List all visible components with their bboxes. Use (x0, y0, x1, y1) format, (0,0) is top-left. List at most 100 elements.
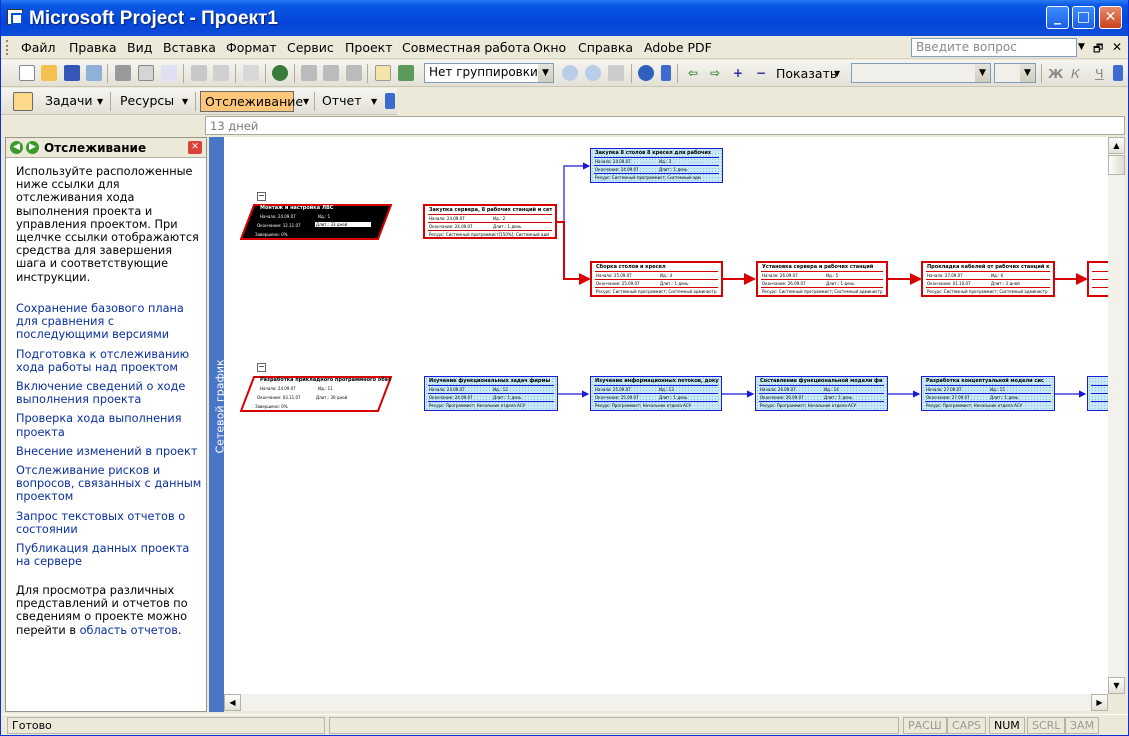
task-node-3[interactable]: Закупка 8 столов 8 кресел для рабочих На… (590, 148, 723, 183)
minimize-button[interactable]: _ (1046, 6, 1069, 29)
link-tasks-icon[interactable] (301, 65, 317, 81)
entry-field[interactable]: 13 дней (205, 116, 1125, 135)
scroll-right-icon[interactable]: ▶ (1091, 694, 1108, 711)
menu-edit[interactable]: Правка (69, 40, 117, 55)
maximize-button[interactable]: □ (1072, 6, 1095, 29)
ask-dropdown-icon[interactable]: ▼ (1078, 42, 1085, 52)
menu-format[interactable]: Формат (226, 40, 277, 55)
forward-icon[interactable]: ▶ (26, 141, 39, 154)
close-pane-icon[interactable]: ✕ (188, 141, 202, 154)
task-node-12[interactable]: Изучение функциональных задач фирмы Нача… (424, 376, 558, 411)
copy-icon[interactable] (213, 65, 229, 81)
grouping-combo[interactable]: Нет группировки ▼ (424, 63, 554, 83)
spelling-icon[interactable] (161, 65, 177, 81)
undo-icon[interactable] (243, 65, 259, 81)
chevron-down-icon[interactable]: ▼ (975, 64, 990, 82)
indent-icon[interactable]: ⇨ (709, 66, 721, 80)
guide-tracking-button[interactable]: Отслеживание (200, 91, 303, 112)
scroll-up-icon[interactable]: ▲ (1108, 137, 1125, 154)
menu-grip[interactable] (6, 40, 9, 55)
font-size-combo[interactable]: ▼ (994, 63, 1036, 83)
search-icon[interactable] (86, 65, 102, 81)
chevron-down-icon[interactable]: ▼ (303, 97, 310, 106)
task-node-5[interactable]: Установка сервера и рабочих станций Нача… (756, 261, 888, 297)
open-icon[interactable] (41, 65, 57, 81)
chevron-down-icon[interactable]: ▼ (97, 97, 104, 106)
summary-node-2[interactable]: Разработка прикладного программного обес… (240, 376, 392, 412)
summary-node-1[interactable]: Монтаж и настройка ЛВС Начало: 24.09.07 … (240, 204, 392, 240)
project-guide-icon[interactable] (13, 92, 33, 111)
close-button[interactable]: ✕ (1099, 6, 1122, 29)
print-preview-icon[interactable] (138, 65, 154, 81)
collapse-summary-1[interactable]: − (257, 191, 266, 201)
toolbar-options-icon[interactable] (385, 93, 395, 109)
chevron-down-icon[interactable]: ▼ (538, 64, 553, 82)
scroll-down-icon[interactable]: ▼ (1108, 677, 1125, 694)
network-diagram[interactable]: − Монтаж и настройка ЛВС Начало: 24.09.0… (224, 137, 1108, 694)
link-save-baseline[interactable]: Сохранение базового плана для сравнения … (16, 302, 184, 342)
task-node-13[interactable]: Изучение информационных потоков, доку На… (590, 376, 722, 411)
link-prepare-tracking[interactable]: Подготовка к отслеживанию хода работы на… (16, 347, 190, 374)
collapse-summary-2[interactable]: − (257, 362, 266, 372)
chevron-down-icon[interactable]: ▼ (182, 97, 189, 106)
scroll-left-icon[interactable]: ◀ (224, 694, 241, 711)
link-publish-server[interactable]: Публикация данных проекта на сервере (16, 542, 190, 569)
close-doc-icon[interactable]: ✕ (1112, 40, 1123, 54)
font-combo[interactable]: ▼ (851, 63, 991, 83)
ask-question-input[interactable]: Введите вопрос (911, 38, 1077, 57)
chevron-down-icon[interactable]: ▼ (371, 97, 378, 106)
task-node-16-partial[interactable] (1087, 376, 1108, 411)
link-enter-progress[interactable]: Включение сведений о ходе выполнения про… (16, 380, 186, 407)
toolbar-options-icon[interactable] (661, 65, 671, 81)
menu-collaborate[interactable]: Совместная работа (402, 40, 531, 55)
assign-resources-icon[interactable] (398, 65, 414, 81)
link-reports-area[interactable]: область отчетов (79, 623, 178, 637)
zoom-out-icon[interactable] (585, 65, 601, 81)
task-node-4[interactable]: Сборка столов и кресел Начало: 25.09.07 … (590, 261, 723, 297)
project-app-icon[interactable] (7, 9, 23, 25)
task-node-2[interactable]: Закупка сервера, 8 рабочих станций и сет… (423, 204, 557, 239)
show-dropdown-icon[interactable]: ▼ (834, 69, 841, 78)
restore-doc-icon[interactable]: 🗗 (1093, 42, 1104, 55)
hyperlink-icon[interactable] (272, 65, 288, 81)
unlink-tasks-icon[interactable] (323, 65, 339, 81)
hide-subtasks-icon[interactable]: − (755, 66, 767, 80)
help-icon[interactable] (638, 65, 654, 81)
menu-tools[interactable]: Сервис (287, 40, 334, 55)
menu-adobe-pdf[interactable]: Adobe PDF (644, 40, 712, 55)
chevron-down-icon[interactable]: ▼ (1020, 64, 1035, 82)
guide-resources-button[interactable]: Ресурсы (120, 93, 175, 108)
toolbar-options-icon[interactable] (1113, 65, 1123, 81)
vertical-scrollbar[interactable]: ▲ ▼ (1108, 137, 1125, 694)
link-status-reports[interactable]: Запрос текстовых отчетов о состоянии (16, 509, 186, 536)
link-check-progress[interactable]: Проверка хода выполнения проекта (16, 412, 182, 439)
vertical-scroll-thumb[interactable] (1108, 155, 1125, 175)
task-node-15[interactable]: Разработка концептуальной модели сис Нач… (921, 376, 1055, 411)
task-node-7-partial[interactable] (1087, 261, 1108, 297)
task-node-6[interactable]: Прокладка кабелей от рабочих станций к Н… (921, 261, 1055, 297)
zoom-in-icon[interactable] (562, 65, 578, 81)
bold-button[interactable]: Ж (1048, 66, 1064, 81)
print-icon[interactable] (115, 65, 131, 81)
show-button[interactable]: Показать (776, 66, 838, 81)
menu-file[interactable]: Файл (21, 40, 56, 55)
horizontal-scrollbar[interactable]: ◀ ▶ (224, 694, 1108, 711)
new-icon[interactable] (19, 65, 35, 81)
split-task-icon[interactable] (346, 65, 362, 81)
link-make-changes[interactable]: Внесение изменений в проект (16, 444, 198, 458)
menu-window[interactable]: Окно (533, 40, 567, 55)
goto-task-icon[interactable] (608, 65, 624, 81)
show-subtasks-icon[interactable]: + (732, 66, 744, 80)
task-info-icon[interactable] (375, 65, 391, 81)
menu-insert[interactable]: Вставка (163, 40, 216, 55)
guide-tasks-button[interactable]: Задачи (45, 93, 93, 108)
outdent-icon[interactable]: ⇦ (687, 66, 699, 80)
menu-help[interactable]: Справка (578, 40, 634, 55)
menu-view[interactable]: Вид (127, 40, 153, 55)
italic-button[interactable]: К (1071, 66, 1080, 81)
back-icon[interactable]: ◀ (10, 141, 23, 154)
save-icon[interactable] (64, 65, 80, 81)
task-node-14[interactable]: Составление функциональной модели фи Нач… (755, 376, 888, 411)
title-bar[interactable]: Microsoft Project - Проект1 _ □ ✕ (1, 0, 1128, 36)
underline-button[interactable]: Ч (1095, 66, 1104, 81)
